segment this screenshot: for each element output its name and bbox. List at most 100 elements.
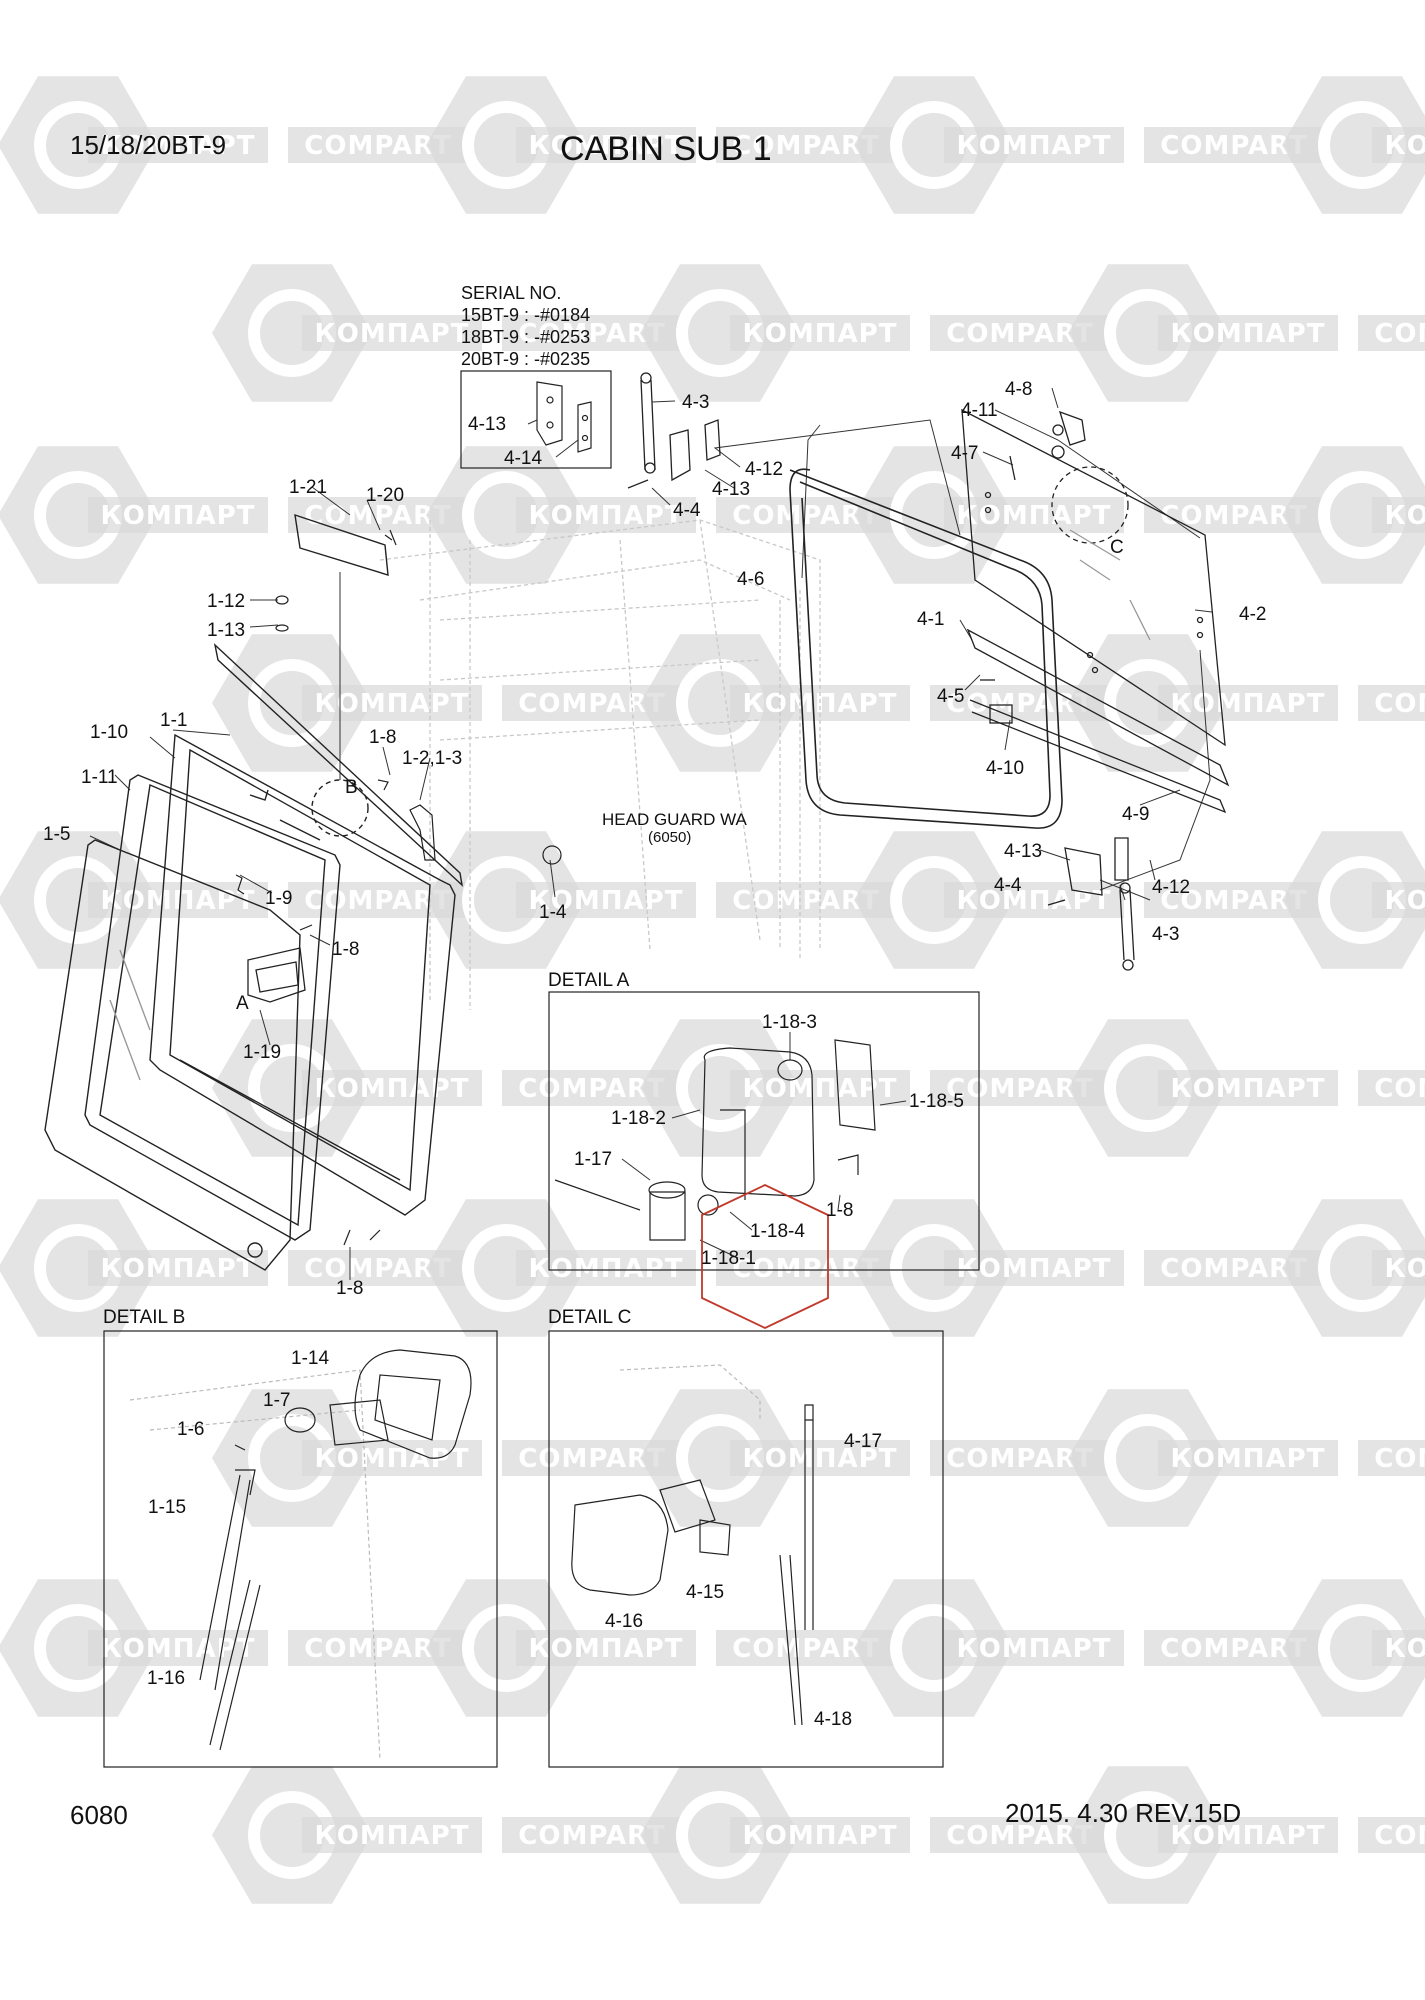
watermark-band bbox=[1372, 127, 1425, 163]
watermark-text: КОМПАРТ bbox=[743, 1821, 898, 1851]
front-door-assembly bbox=[44, 513, 464, 1271]
watermark-text: КОМПАРТ bbox=[743, 1444, 898, 1474]
label-4-4-bottom: 4-4 bbox=[994, 875, 1022, 896]
label-1-8-b: 1-8 bbox=[332, 939, 359, 960]
watermark-logo-icon bbox=[0, 1579, 158, 1717]
watermark-logo-icon bbox=[854, 76, 1014, 214]
watermark-text: КОМПАРТ bbox=[957, 886, 1112, 916]
label-1-18-2: 1-18-2 bbox=[611, 1108, 666, 1129]
watermark-text: COMPART bbox=[732, 886, 879, 916]
watermark-text: COMPART bbox=[1160, 886, 1307, 916]
watermark-text: COMPART bbox=[304, 886, 451, 916]
watermark-band bbox=[1158, 1440, 1338, 1476]
watermark-band bbox=[302, 1070, 482, 1106]
watermark-logo-icon bbox=[426, 76, 586, 214]
label-1-11: 1-11 bbox=[81, 767, 118, 788]
watermark-text: КОМПАРТ bbox=[957, 1254, 1112, 1284]
watermark-logo-icon bbox=[640, 634, 800, 772]
detail-a-caption: DETAIL A bbox=[548, 970, 630, 991]
watermark-text: КОМПАРТ bbox=[1385, 1254, 1425, 1284]
detail-b-box bbox=[103, 1330, 498, 1768]
watermark-band bbox=[1158, 1070, 1338, 1106]
watermark-text: КОМПАРТ bbox=[315, 1444, 470, 1474]
label-1-18-3: 1-18-3 bbox=[762, 1012, 817, 1033]
watermark-band bbox=[944, 1250, 1124, 1286]
watermark-text: КОМПАРТ bbox=[743, 1074, 898, 1104]
detail-b-caption: DETAIL B bbox=[103, 1307, 185, 1328]
watermark-text: COMPART bbox=[1160, 501, 1307, 531]
watermark-logo-icon bbox=[426, 831, 586, 969]
watermark-band bbox=[1372, 882, 1425, 918]
label-1-6: 1-6 bbox=[177, 1419, 204, 1440]
part-labels: 4-13 4-14 4-3 4-12 4-13 4-4 4-8 4-11 4-7… bbox=[43, 379, 1266, 1730]
watermark-text: COMPART bbox=[304, 1254, 451, 1284]
watermark-text: КОМПАРТ bbox=[1385, 1634, 1425, 1664]
serial-detail-box bbox=[460, 370, 612, 469]
watermark-text: КОМПАРТ bbox=[1171, 1821, 1326, 1851]
watermark-text: COMPART bbox=[518, 689, 665, 719]
watermark-logo-icon bbox=[854, 831, 1014, 969]
watermark-band bbox=[730, 315, 910, 351]
watermark-text: КОМПАРТ bbox=[101, 501, 256, 531]
watermark-text: COMPART bbox=[946, 1821, 1093, 1851]
label-1-21: 1-21 bbox=[289, 477, 327, 498]
watermark-logo-icon bbox=[1068, 1766, 1228, 1904]
label-1-18-4: 1-18-4 bbox=[750, 1221, 805, 1242]
watermark-logo-icon bbox=[426, 1199, 586, 1337]
label-4-8: 4-8 bbox=[1005, 379, 1032, 400]
watermark-band bbox=[1358, 1817, 1425, 1853]
label-4-15: 4-15 bbox=[686, 1582, 724, 1603]
watermark-text: COMPART bbox=[946, 689, 1093, 719]
watermark-band bbox=[944, 882, 1124, 918]
label-4-1: 4-1 bbox=[917, 609, 944, 630]
watermark-text: КОМПАРТ bbox=[315, 1074, 470, 1104]
label-1-8-a: 1-8 bbox=[369, 727, 396, 748]
watermark-band bbox=[1358, 315, 1425, 351]
label-1-13: 1-13 bbox=[207, 620, 245, 641]
label-1-19: 1-19 bbox=[243, 1042, 281, 1063]
page-number: 6080 bbox=[70, 1800, 128, 1830]
watermark-band bbox=[730, 1070, 910, 1106]
watermark-logo-icon bbox=[854, 1579, 1014, 1717]
watermark-text: КОМПАРТ bbox=[529, 131, 684, 161]
label-1-18-5: 1-18-5 bbox=[909, 1091, 964, 1112]
serial-heading: SERIAL NO. bbox=[461, 283, 562, 303]
watermark-text: КОМПАРТ bbox=[1385, 501, 1425, 531]
watermark-logo-icon bbox=[1068, 1389, 1228, 1527]
watermark-band bbox=[88, 1630, 268, 1666]
section-captions: DETAIL A DETAIL B DETAIL C HEAD GUARD WA… bbox=[103, 537, 1124, 1328]
small-hardware bbox=[235, 529, 562, 1246]
label-1-14: 1-14 bbox=[291, 1348, 329, 1369]
watermark-band bbox=[1158, 315, 1338, 351]
label-1-9: 1-9 bbox=[265, 888, 292, 909]
watermark-text: КОМПАРТ bbox=[1385, 131, 1425, 161]
watermark-logo-icon bbox=[212, 264, 372, 402]
label-4-3-bottom: 4-3 bbox=[1152, 924, 1179, 945]
serial-line: 15BT-9 : -#0184 bbox=[461, 305, 591, 325]
label-4-12-top: 4-12 bbox=[745, 459, 783, 480]
watermark-text: КОМПАРТ bbox=[1385, 886, 1425, 916]
rear-glass-assembly bbox=[961, 408, 1230, 814]
label-4-13-serial: 4-13 bbox=[468, 414, 506, 435]
watermark-text: COMPART bbox=[1374, 689, 1425, 719]
watermark-text: КОМПАРТ bbox=[957, 501, 1112, 531]
watermark-logo-icon bbox=[640, 1766, 800, 1904]
watermark-logo-icon bbox=[1068, 1019, 1228, 1157]
watermark-logo-icon bbox=[212, 1019, 372, 1157]
watermark-text: КОМПАРТ bbox=[529, 1254, 684, 1284]
label-4-16: 4-16 bbox=[605, 1611, 643, 1632]
watermark-text: COMPART bbox=[946, 1074, 1093, 1104]
label-4-2: 4-2 bbox=[1239, 604, 1266, 625]
watermark-logo-icon bbox=[1068, 634, 1228, 772]
watermark-band bbox=[1372, 497, 1425, 533]
watermark-band bbox=[516, 1250, 696, 1286]
watermark-band bbox=[944, 127, 1124, 163]
label-4-18: 4-18 bbox=[814, 1709, 852, 1730]
watermark-text: КОМПАРТ bbox=[529, 501, 684, 531]
watermark-text: COMPART bbox=[304, 1634, 451, 1664]
watermark-text: КОМПАРТ bbox=[101, 886, 256, 916]
watermark-band bbox=[302, 1817, 482, 1853]
watermark-logo-icon bbox=[854, 446, 1014, 584]
label-1-15: 1-15 bbox=[148, 1497, 186, 1518]
watermark-text: КОМПАРТ bbox=[101, 1254, 256, 1284]
